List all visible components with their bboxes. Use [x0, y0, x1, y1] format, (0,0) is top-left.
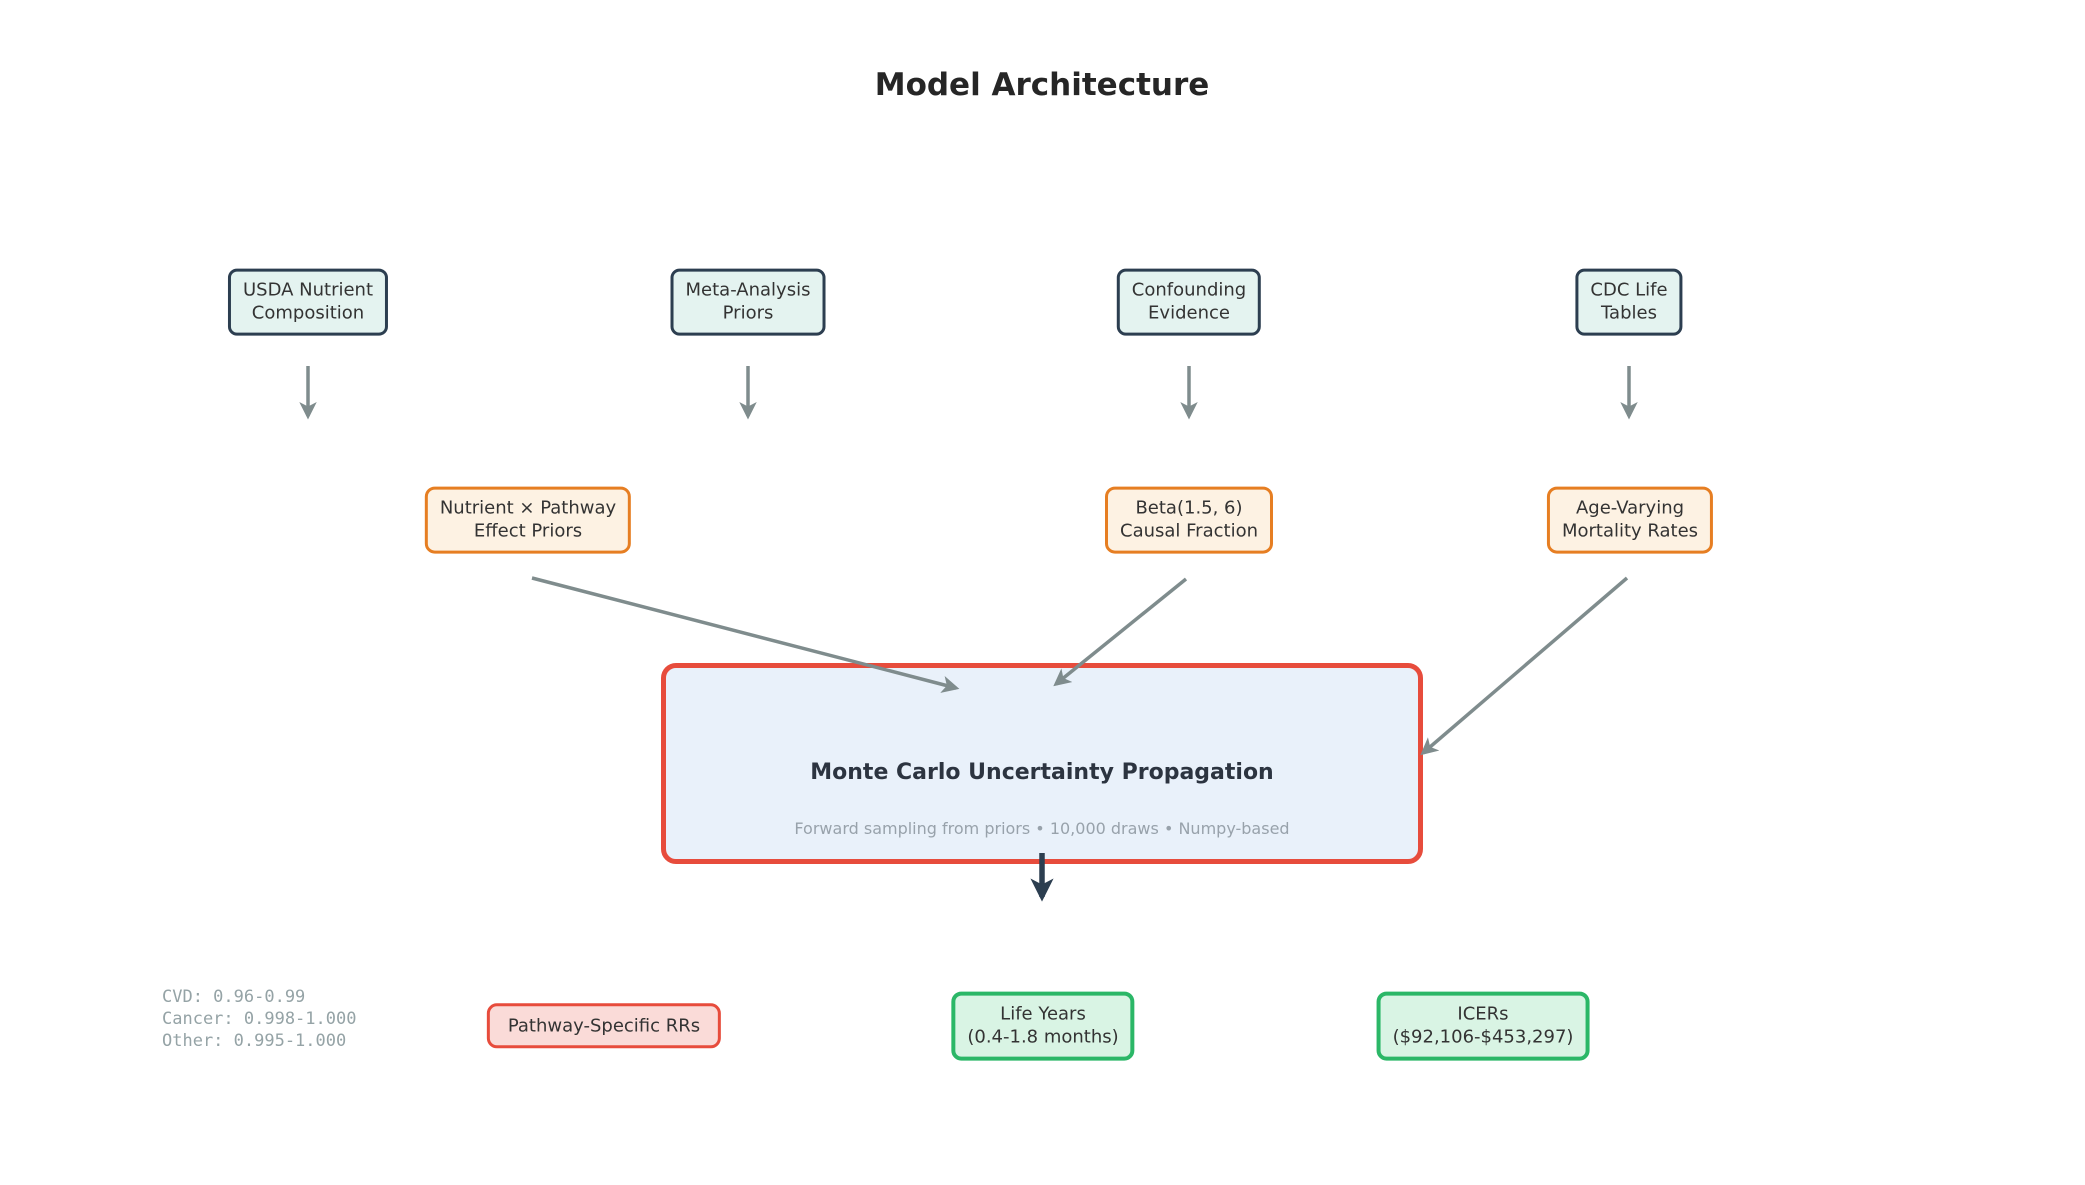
engine-subtitle: Forward sampling from priors • 10,000 dr… — [794, 819, 1290, 838]
node-confounding-evidence: Confounding Evidence — [1116, 268, 1262, 336]
node-beta-causal-fraction: Beta(1.5, 6) Causal Fraction — [1105, 486, 1273, 554]
node-meta-analysis-priors: Meta-Analysis Priors — [670, 268, 826, 336]
engine-title: Monte Carlo Uncertainty Propagation — [810, 760, 1274, 785]
node-pathway-specific-rrs: Pathway-Specific RRs — [486, 1003, 722, 1049]
page-title: Model Architecture — [874, 67, 1210, 103]
node-age-varying-mortality-rates: Age-Varying Mortality Rates — [1546, 486, 1714, 554]
node-monte-carlo-engine: Monte Carlo Uncertainty Propagation Forw… — [661, 663, 1423, 864]
node-nutrient-pathway-effect-priors: Nutrient × Pathway Effect Priors — [424, 486, 632, 554]
node-cdc-life-tables: CDC Life Tables — [1575, 268, 1683, 336]
node-usda-nutrient-composition: USDA Nutrient Composition — [227, 268, 389, 336]
arrow-age-to-engine — [1420, 576, 1629, 756]
rr-range-annotation: CVD: 0.96-0.99 Cancer: 0.998-1.000 Other… — [162, 987, 357, 1051]
node-life-years: Life Years (0.4-1.8 months) — [951, 991, 1135, 1061]
node-icers: ICERs ($92,106-$453,297) — [1376, 991, 1590, 1061]
